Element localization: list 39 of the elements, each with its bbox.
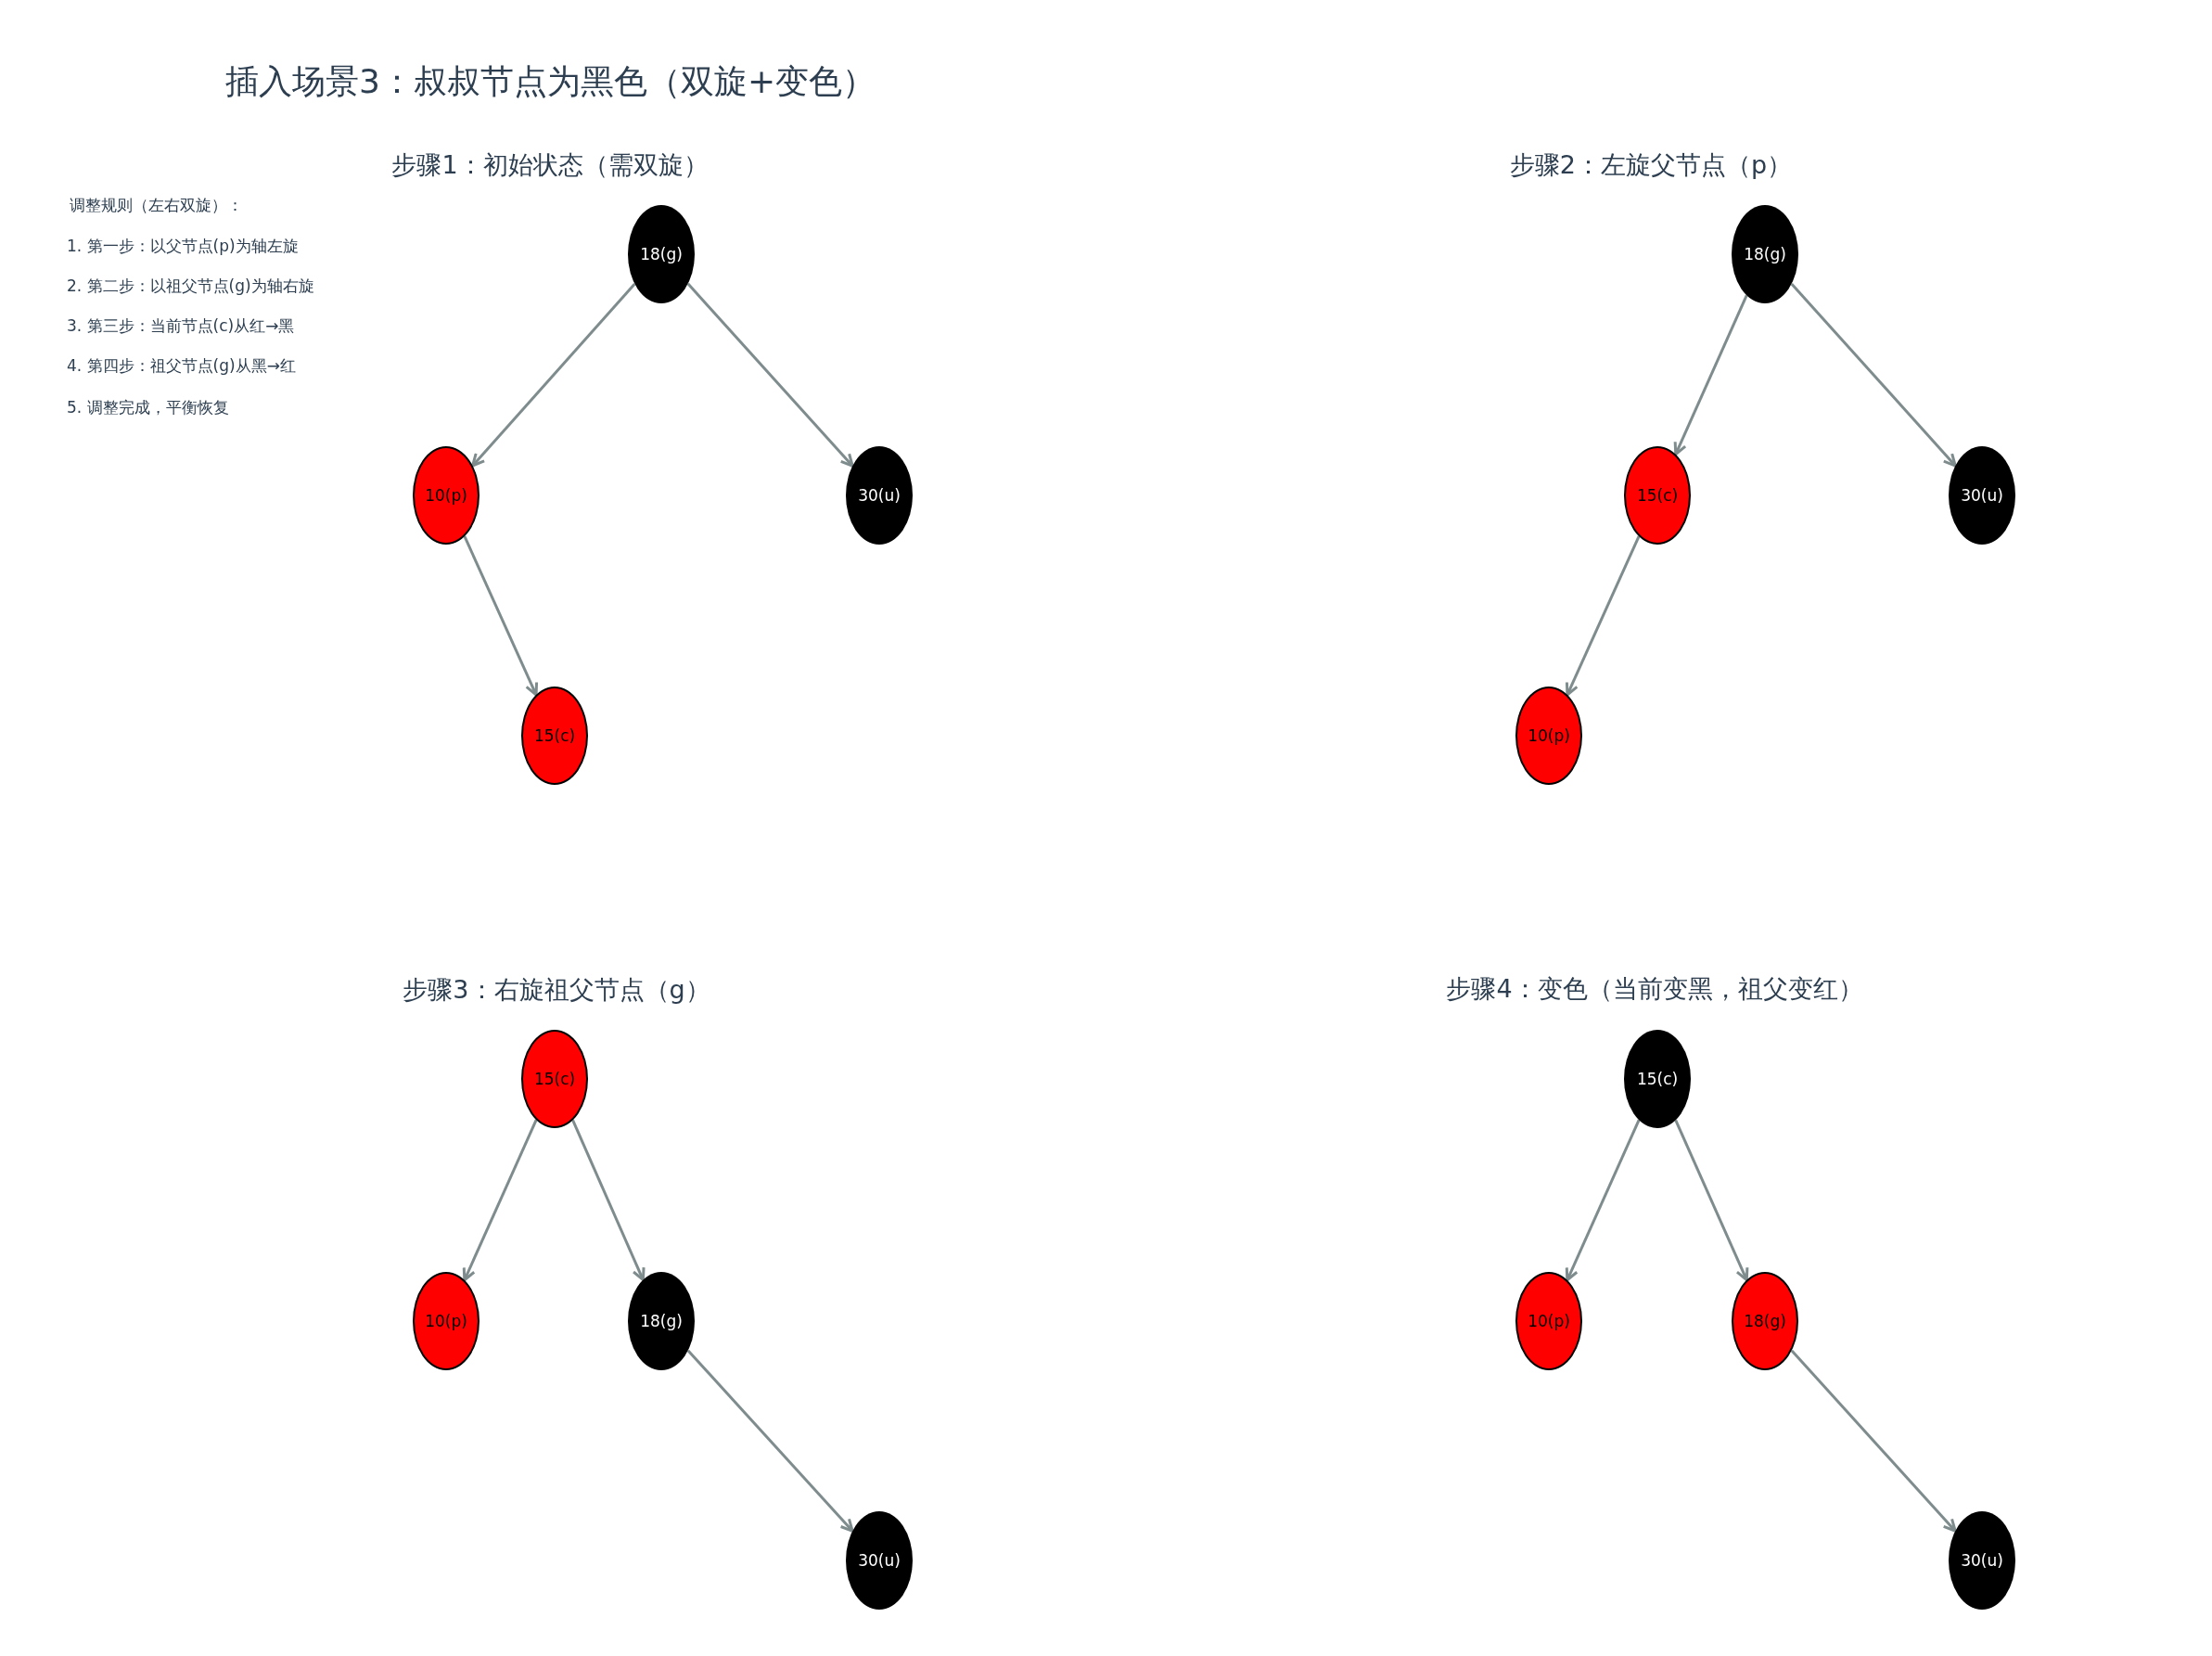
tree-node: 18(g) [628, 1272, 695, 1370]
rule-item: 5. 调整完成，平衡恢复 [67, 397, 229, 418]
tree-node: 15(c) [521, 1030, 588, 1128]
tree-node: 10(p) [1515, 1272, 1582, 1370]
arrow [571, 1119, 646, 1282]
step-title: 步骤3：右旋祖父节点（g） [403, 974, 710, 1006]
step-title: 步骤2：左旋父节点（p） [1509, 149, 1793, 181]
arrow [686, 282, 854, 468]
arrow [1674, 1119, 1749, 1282]
tree-node: 30(u) [1949, 1511, 2015, 1610]
arrow [1790, 1349, 1957, 1533]
tree-node: 10(p) [413, 446, 479, 545]
tree-node: 18(g) [1732, 205, 1798, 303]
tree-node: 10(p) [1515, 687, 1582, 785]
tree-node: 18(g) [628, 205, 695, 303]
rule-item: 2. 第二步：以祖父节点(g)为轴右旋 [67, 276, 314, 297]
tree-node: 18(g) [1732, 1272, 1798, 1370]
arrow [1673, 294, 1748, 456]
tree-node: 30(u) [1949, 446, 2015, 545]
tree-node: 30(u) [846, 1511, 913, 1610]
tree-node: 15(c) [1624, 1030, 1691, 1128]
arrow [686, 1349, 854, 1533]
step-title: 步骤1：初始状态（需双旋） [391, 149, 709, 181]
diagram-title: 插入场景3：叔叔节点为黑色（双旋+变色） [225, 61, 876, 102]
rule-item: 4. 第四步：祖父节点(g)从黑→红 [67, 355, 296, 377]
tree-node: 10(p) [413, 1272, 479, 1370]
arrow [462, 1119, 538, 1282]
rule-item: 1. 第一步：以父节点(p)为轴左旋 [67, 236, 299, 257]
rule-item: 3. 第三步：当前节点(c)从红→黑 [67, 315, 295, 337]
tree-node: 15(c) [1624, 446, 1691, 545]
arrow [471, 283, 636, 468]
tree-node: 15(c) [521, 687, 588, 785]
arrow [1790, 282, 1957, 468]
arrow [463, 535, 539, 697]
arrow [1565, 535, 1641, 697]
step-title: 步骤4：变色（当前变黑，祖父变红） [1446, 973, 1863, 1005]
arrow [1565, 1119, 1641, 1282]
tree-node: 30(u) [846, 446, 913, 545]
rules-heading: 调整规则（左右双旋）： [70, 195, 243, 216]
